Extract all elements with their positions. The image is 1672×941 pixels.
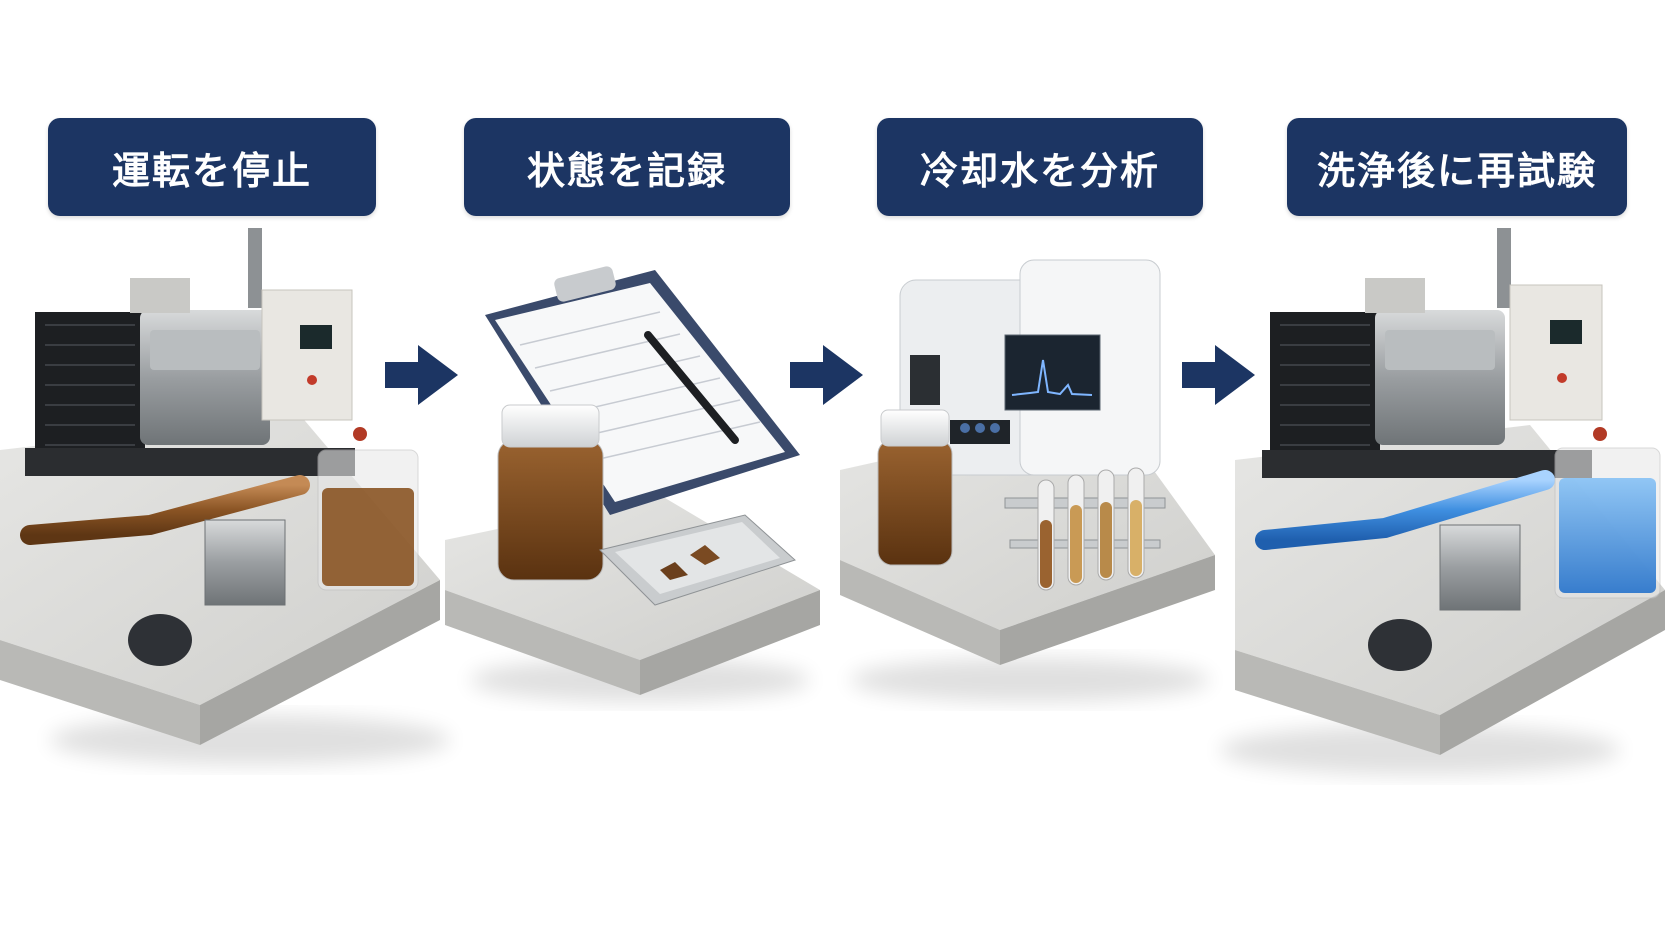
arrow-1-icon (385, 345, 458, 405)
arrow-3-icon (1182, 345, 1255, 405)
step-4-label: 洗浄後に再試験 (1287, 118, 1627, 216)
step-2-label: 状態を記録 (464, 118, 790, 216)
step-1-label: 運転を停止 (48, 118, 376, 216)
step-2-record-illustration (445, 266, 820, 702)
arrow-2-icon (790, 345, 863, 405)
step-4-engine-clean-illustration (1220, 228, 1665, 775)
step-1-engine-illustration (0, 228, 450, 765)
step-3-label: 冷却水を分析 (877, 118, 1203, 216)
step-3-analysis-illustration (840, 259, 1215, 702)
